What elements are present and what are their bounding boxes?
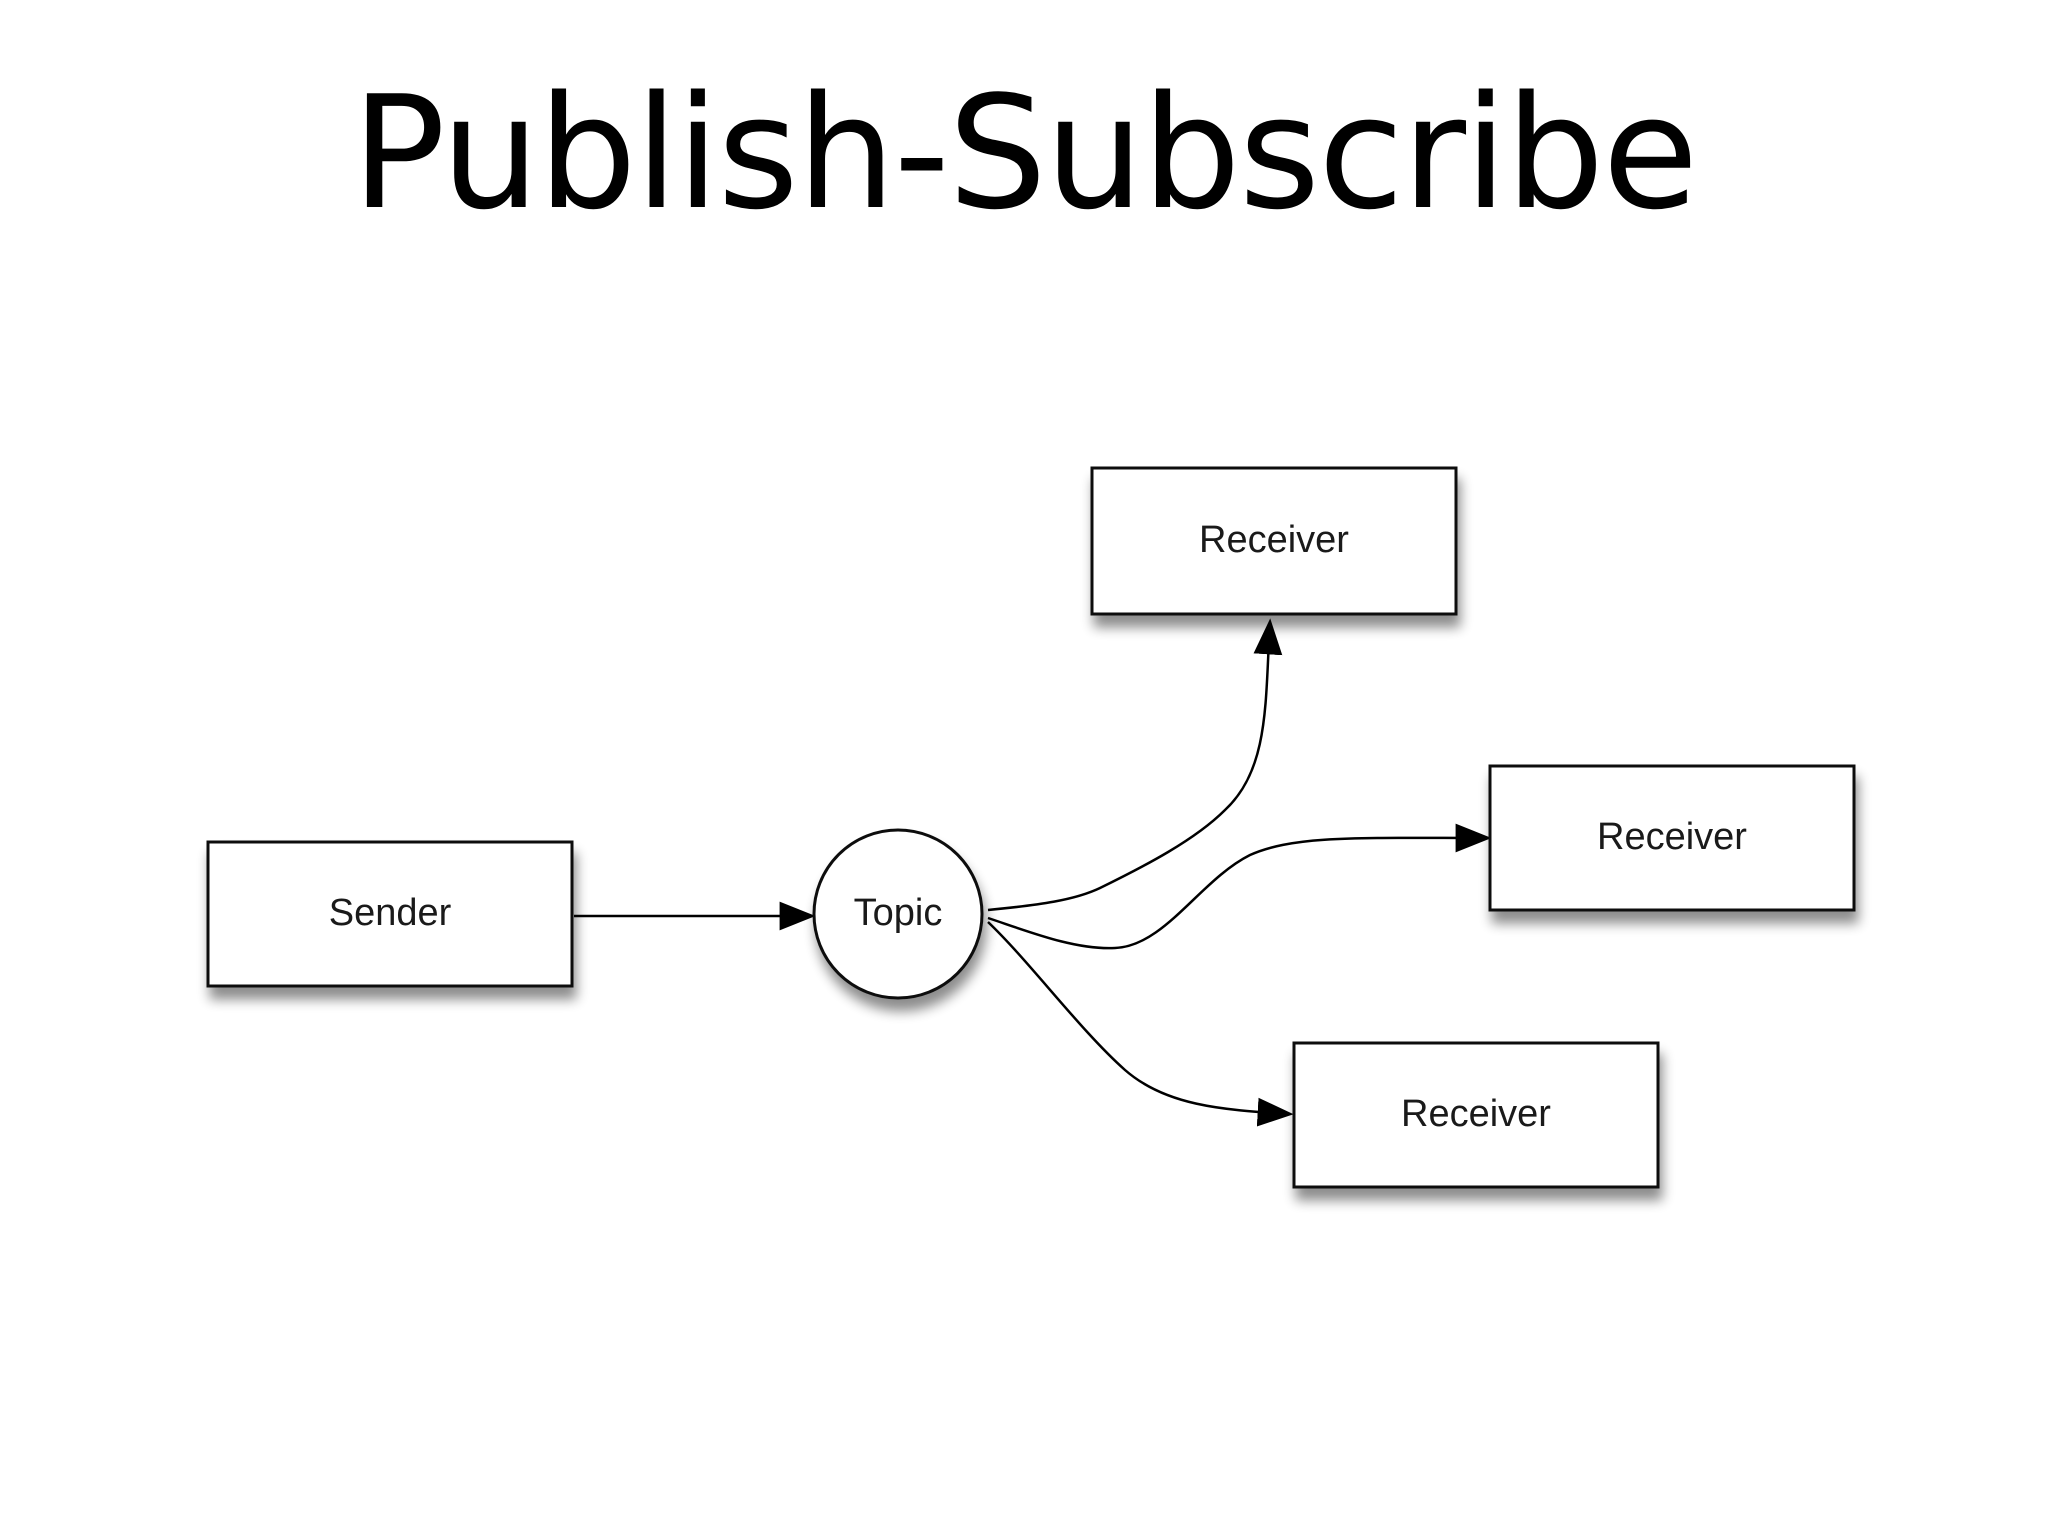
edges: [574, 618, 1492, 1127]
receiver-top-node: Receiver: [1090, 466, 1458, 616]
sender-label: Sender: [329, 892, 452, 934]
sender-node: Sender: [206, 840, 574, 988]
topic-label: Topic: [854, 892, 943, 934]
receiver-middle-node: Receiver: [1488, 764, 1856, 912]
topic-circle: [812, 828, 984, 1000]
topic-node: Topic: [812, 828, 984, 1000]
edge-topic-to-receiver-middle: [987, 823, 1492, 950]
sender-box: [206, 840, 574, 988]
receiver-bottom-box: [1292, 1041, 1660, 1189]
receiver-bottom-node: Receiver: [1292, 1041, 1660, 1189]
receiver-top-box: [1090, 466, 1458, 616]
edge-topic-to-receiver-top: [987, 618, 1283, 912]
edge-topic-to-receiver-bottom: [987, 921, 1294, 1127]
receiver-middle-label: Receiver: [1597, 816, 1747, 858]
receiver-top-label: Receiver: [1199, 519, 1349, 561]
slide-title: Publish-Subscribe: [351, 62, 1699, 244]
receiver-middle-box: [1488, 764, 1856, 912]
receiver-bottom-label: Receiver: [1401, 1093, 1551, 1135]
